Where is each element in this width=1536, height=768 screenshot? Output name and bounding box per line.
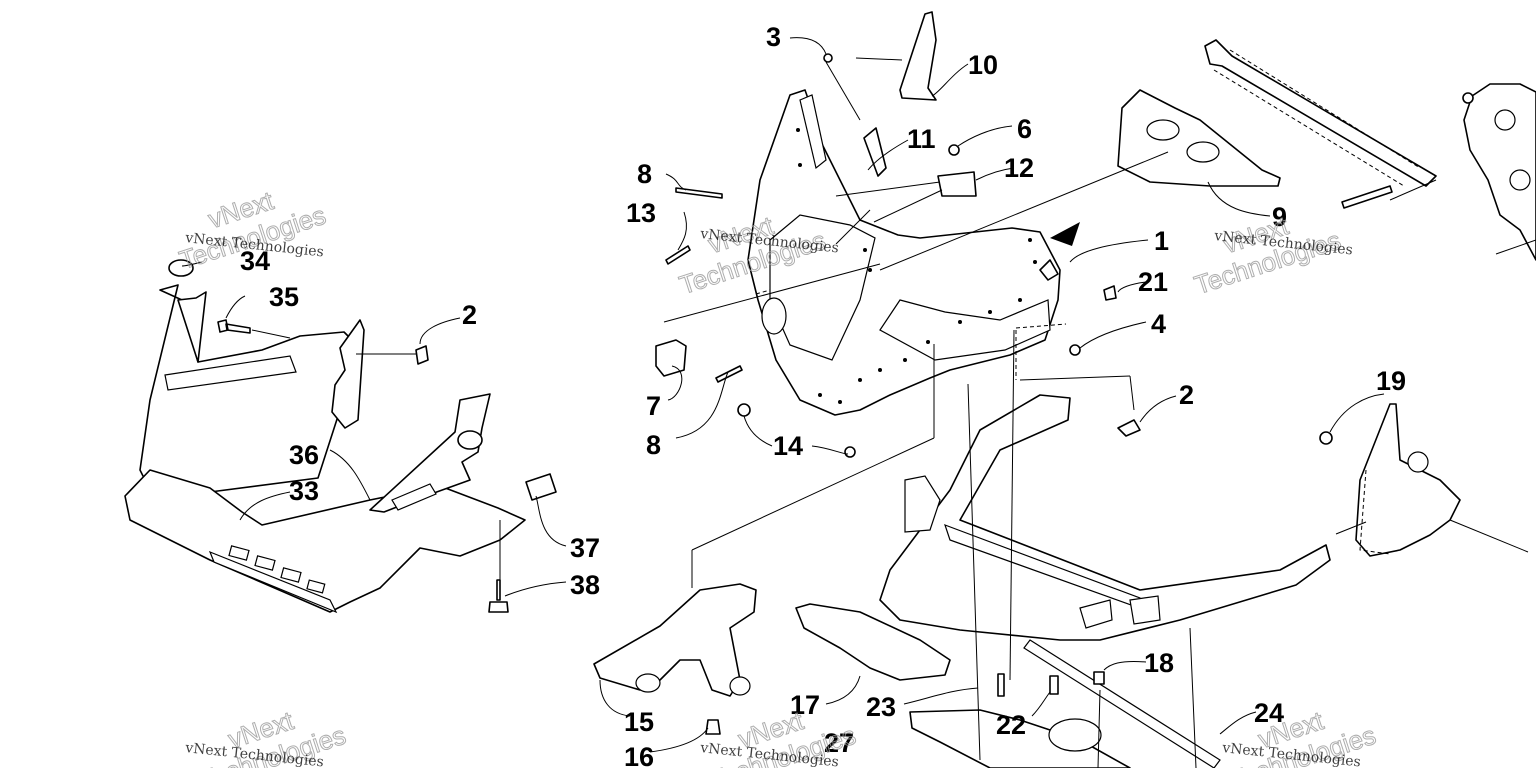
callout-36: 36 (289, 440, 319, 470)
nut-37 (525, 473, 557, 501)
callout-18: 18 (1144, 648, 1174, 678)
bumper-bracket (331, 319, 365, 429)
callout-16: 16 (624, 742, 654, 768)
callout-6: 6 (1017, 114, 1032, 144)
bolt-35 (217, 319, 251, 334)
slider-bar (1204, 39, 1437, 187)
bolt-14 (737, 403, 751, 417)
callout-35: 35 (269, 282, 299, 312)
left-hardware (217, 319, 557, 613)
bracket-10 (899, 11, 937, 101)
screw-38 (488, 579, 509, 613)
main-frame-rail (879, 394, 1331, 641)
rivet-13 (665, 245, 691, 265)
callout-12: 12 (1004, 153, 1034, 183)
callout-21: 21 (1138, 267, 1168, 297)
callout-8-lower: 8 (646, 430, 661, 460)
block-7 (655, 339, 687, 377)
callout-2-left: 2 (462, 300, 477, 330)
watermarks: vNext Technologies vNext Technologies vN… (175, 185, 1380, 768)
callout-38: 38 (570, 570, 600, 600)
stud-22 (1049, 675, 1059, 695)
callout-4: 4 (1151, 309, 1166, 339)
front-bumper-assembly (124, 259, 526, 614)
callout-17: 17 (790, 690, 820, 720)
callout-27: 27 (824, 728, 854, 758)
bumper-tube (139, 284, 361, 499)
nut-19 (1319, 431, 1333, 445)
crossmember-17 (795, 603, 951, 681)
callout-14: 14 (773, 431, 803, 461)
right-parts (1204, 39, 1536, 557)
callout-22: 22 (996, 710, 1026, 740)
bolt-18 (1093, 671, 1105, 685)
stud-23 (997, 673, 1005, 697)
skid-plate (124, 469, 526, 613)
lower-plate (909, 709, 1131, 768)
bolt-16 (705, 719, 721, 735)
callout-2-center: 2 (1179, 380, 1194, 410)
clip-12 (937, 171, 977, 197)
rear-bracket (1463, 83, 1536, 261)
callout-labels: 1 2 2 3 4 6 7 8 8 9 10 11 12 13 14 15 16… (240, 22, 1406, 768)
callout-23: 23 (866, 692, 896, 722)
bumper-end-cap (168, 259, 194, 277)
nut-4 (1069, 344, 1081, 356)
bracket-9 (1117, 89, 1281, 187)
callout-33: 33 (289, 476, 319, 506)
bolt-right (1341, 185, 1393, 209)
callout-11: 11 (907, 124, 936, 154)
bolt-14b (844, 446, 856, 458)
callout-15: 15 (624, 707, 654, 737)
leader-lines (181, 37, 1536, 768)
callout-24: 24 (1254, 698, 1284, 728)
rivet-8-upper (675, 187, 723, 199)
strip-11 (863, 127, 887, 177)
callout-8-upper: 8 (637, 159, 652, 189)
callout-19: 19 (1376, 366, 1406, 396)
nut-6 (948, 144, 960, 156)
callout-1: 1 (1154, 226, 1169, 256)
bulkhead-holes (796, 128, 1037, 404)
callout-10: 10 (968, 50, 998, 80)
direction-arrow (1050, 222, 1080, 246)
callout-37: 37 (570, 533, 600, 563)
callout-13: 13 (626, 198, 656, 228)
main-frame-assembly (593, 394, 1331, 768)
bracket-19-plate (1355, 403, 1461, 557)
bolt-3 (823, 53, 833, 63)
clip-1 (1039, 259, 1059, 281)
front-bulkhead-assembly (655, 11, 1281, 458)
clip-2-center (1117, 419, 1141, 437)
suspension-mount-15 (593, 583, 757, 697)
rivet-8-lower (715, 365, 743, 383)
callout-7: 7 (646, 391, 661, 421)
clip-21 (1103, 285, 1117, 301)
clip-2-left (415, 345, 429, 365)
callout-9: 9 (1272, 202, 1287, 232)
callout-3: 3 (766, 22, 781, 52)
callout-34: 34 (240, 246, 270, 276)
